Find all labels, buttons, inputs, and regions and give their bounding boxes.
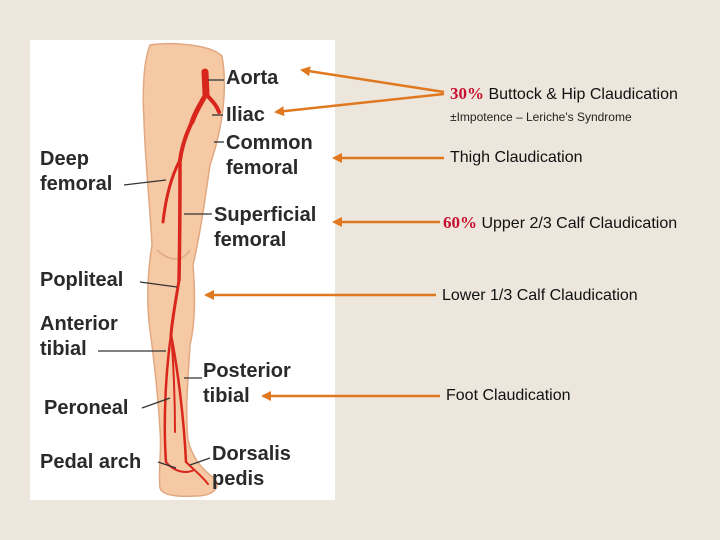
- artery-iliac-right: [204, 92, 221, 114]
- artery-dorsalis-pedis: [185, 461, 209, 485]
- label-pedal-arch: Pedal arch: [40, 451, 142, 473]
- buttock-percent: 30%: [450, 84, 484, 103]
- arrow-iliac: [274, 92, 445, 117]
- knee-shading: [156, 249, 191, 260]
- buttock-text: Buttock & Hip Claudication: [488, 86, 678, 103]
- artery-popliteal: [169, 278, 181, 337]
- pointer-peroneal: [141, 397, 171, 409]
- artery-deep-femoral: [161, 158, 182, 224]
- calf-percent: 60%: [443, 213, 477, 232]
- artery-pedal-arch: [165, 461, 195, 473]
- pointer-dorsalis-pedis: [189, 457, 211, 466]
- pointer-popliteal: [139, 281, 178, 288]
- artery-aorta: [201, 68, 210, 98]
- artery-iliac: [189, 91, 209, 125]
- artery-peroneal: [171, 344, 176, 433]
- pointer-pedal-arch: [157, 461, 177, 469]
- label-iliac: Iliac: [226, 104, 265, 126]
- label-deep-femoral: Deep femoral: [40, 148, 113, 195]
- artery-posterior-tibial: [169, 333, 188, 464]
- artery-superficial-femoral: [177, 158, 182, 282]
- label-posterior-tibial: Posterior tibial: [203, 360, 291, 407]
- lower-calf-claudication: Lower 1/3 Calf Claudication: [442, 287, 638, 304]
- label-common-femoral: Common femoral: [226, 132, 313, 179]
- label-superficial-femoral: Superficial femoral: [214, 204, 317, 251]
- pointer-deep-femoral: [123, 179, 167, 186]
- label-anterior-tibial: Anterior tibial: [40, 313, 118, 360]
- arrow-aorta: [300, 66, 445, 94]
- label-popliteal: Popliteal: [40, 269, 124, 291]
- buttock-hip-claudication: 30% Buttock & Hip Claudication: [450, 84, 678, 104]
- label-dorsalis-pedis: Dorsalis pedis: [212, 443, 291, 490]
- thigh-claudication: Thigh Claudication: [450, 149, 583, 166]
- artery-anterior-tibial: [163, 333, 173, 464]
- upper-calf-claudication: 60% Upper 2/3 Calf Claudication: [443, 213, 677, 233]
- foot-claudication: Foot Claudication: [446, 387, 571, 404]
- calf-upper-text: Upper 2/3 Calf Claudication: [481, 215, 678, 232]
- leriche-syndrome-note: ±Impotence – Leriche's Syndrome: [450, 110, 632, 124]
- leg-silhouette: [142, 43, 226, 498]
- label-aorta: Aorta: [226, 67, 279, 89]
- label-peroneal: Peroneal: [44, 397, 129, 419]
- artery-common-femoral: [178, 120, 194, 162]
